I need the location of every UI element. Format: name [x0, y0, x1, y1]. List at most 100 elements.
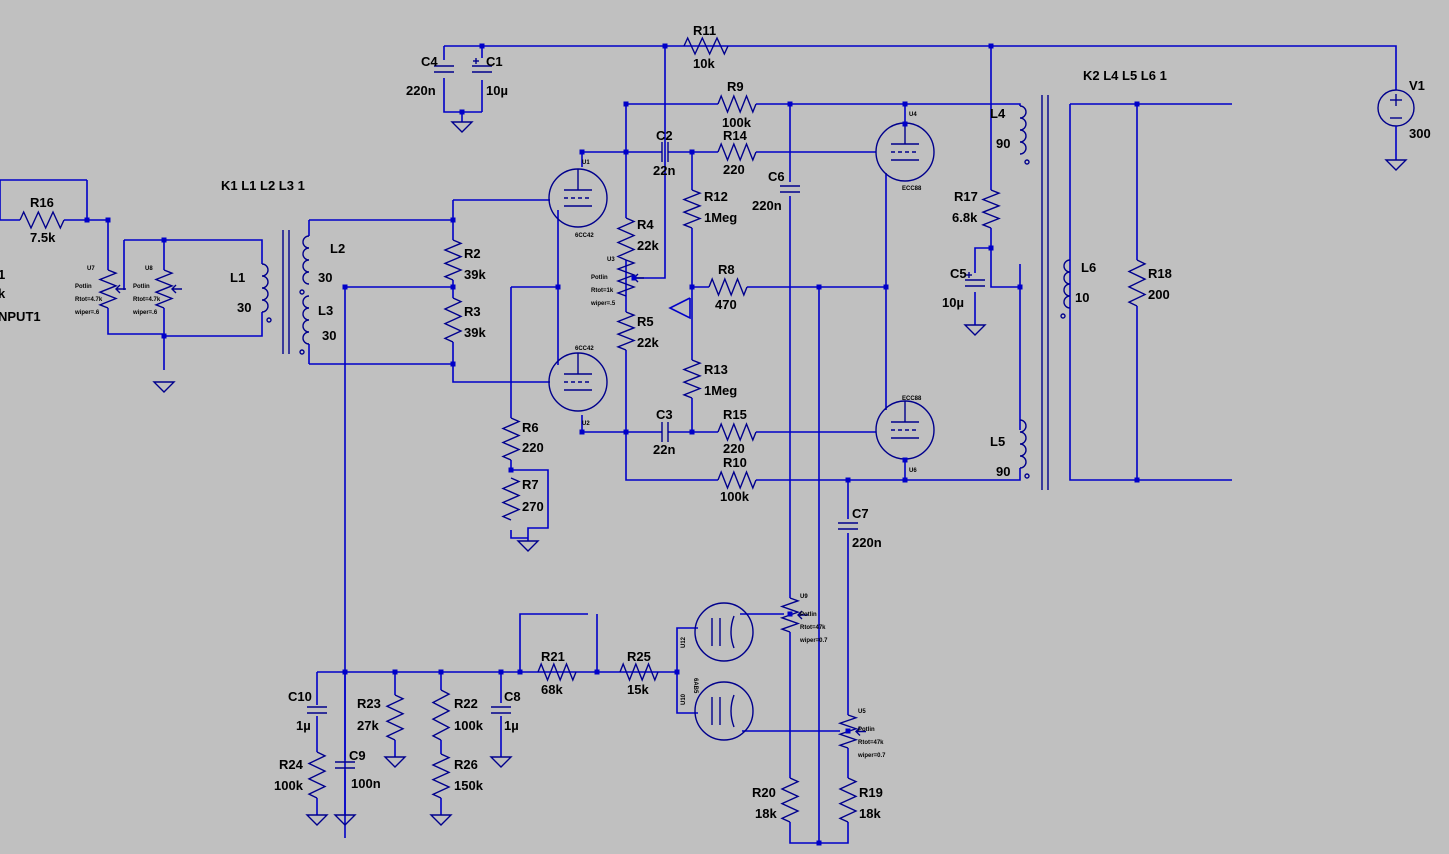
resistor-R22[interactable] — [431, 689, 451, 741]
label-C7-value: 220n — [852, 535, 882, 550]
potentiometer-wiper-U8[interactable] — [171, 284, 182, 294]
resistor-R11[interactable] — [683, 36, 729, 56]
resistor-R17[interactable] — [981, 189, 1001, 229]
label-C6-value: 220n — [752, 198, 782, 213]
resistor-R26[interactable] — [431, 753, 451, 799]
vacuum-tube-U4[interactable] — [875, 122, 935, 182]
resistor-R20[interactable] — [780, 777, 800, 823]
junction-dot — [883, 284, 889, 290]
resistor-R25[interactable] — [619, 662, 659, 682]
inductor-L3[interactable] — [299, 295, 310, 355]
capacitor-C5[interactable] — [965, 272, 985, 287]
label-pot-U9-line: Rtot=47k — [800, 625, 826, 631]
junction-dot — [689, 149, 695, 155]
label-R11-name: R11 — [693, 23, 716, 38]
label-R12-value: 1Meg — [704, 210, 737, 225]
vacuum-tube-U12[interactable] — [694, 602, 754, 662]
spice-directive-coupling-1: K1 L1 L2 L3 1 — [221, 178, 305, 193]
vacuum-tube-U6[interactable] — [875, 400, 935, 460]
resistor-U3[interactable] — [616, 259, 636, 297]
junction-dot — [623, 429, 629, 435]
vacuum-tube-U2[interactable] — [548, 352, 608, 412]
resistor-R9[interactable] — [717, 94, 757, 114]
label-R8-name: R8 — [718, 262, 735, 277]
resistor-R24[interactable] — [307, 751, 327, 799]
capacitor-C10[interactable] — [307, 706, 327, 714]
resistor-U7[interactable] — [98, 269, 118, 309]
junction-dot — [902, 457, 908, 463]
label-tube-U2-model: 6CC42 — [575, 346, 594, 352]
label-R16-name: R16 — [30, 195, 54, 210]
potentiometer-wiper-U7[interactable] — [115, 284, 126, 294]
resistor-R13[interactable] — [682, 359, 702, 399]
resistor-R16[interactable] — [19, 210, 65, 230]
label-R13-name: R13 — [704, 362, 728, 377]
label-input-net: NPUT1 — [0, 309, 41, 324]
label-C9-name: C9 — [349, 748, 366, 763]
vacuum-tube-U10[interactable] — [694, 681, 754, 741]
capacitor-C2[interactable] — [661, 142, 669, 162]
label-tube-U2-name: U2 — [582, 421, 590, 427]
resistor-R5[interactable] — [616, 311, 636, 351]
junction-dot — [988, 43, 994, 49]
ground-symbol — [333, 814, 357, 826]
capacitor-C6[interactable] — [780, 185, 800, 193]
ground-symbol — [383, 756, 407, 768]
junction-dot — [902, 121, 908, 127]
junction-dot — [508, 467, 514, 473]
label-tube-U10-name: U10 — [681, 693, 687, 705]
resistor-R2[interactable] — [443, 239, 463, 281]
junction-dot — [517, 669, 523, 675]
resistor-R14[interactable] — [717, 142, 757, 162]
resistor-R6[interactable] — [501, 417, 521, 461]
label-L2-value: 30 — [318, 270, 332, 285]
label-R5-name: R5 — [637, 314, 654, 329]
label-R21-name: R21 — [541, 649, 565, 664]
resistor-R21[interactable] — [537, 662, 577, 682]
label-R9-value: 100k — [722, 115, 752, 130]
capacitor-C1[interactable] — [472, 58, 492, 73]
resistor-R15[interactable] — [717, 422, 757, 442]
junction-dot — [555, 284, 561, 290]
capacitor-C7[interactable] — [838, 522, 858, 530]
capacitor-C4[interactable] — [434, 65, 454, 73]
inductor-L1[interactable] — [261, 263, 272, 323]
resistor-R3[interactable] — [443, 297, 463, 343]
junction-dot — [902, 477, 908, 483]
label-pot-U9-line: wiper=0.7 — [799, 638, 828, 644]
resistor-R18[interactable] — [1127, 259, 1147, 307]
junction-dot — [594, 669, 600, 675]
resistor-R10[interactable] — [717, 470, 757, 490]
inductor-L4[interactable] — [1019, 105, 1030, 165]
voltage-source-V1[interactable] — [1377, 89, 1415, 160]
junction-dot — [579, 149, 585, 155]
resistor-R23[interactable] — [385, 694, 405, 741]
capacitor-C9[interactable] — [335, 761, 355, 769]
wire — [452, 342, 550, 383]
label-R7-value: 270 — [522, 499, 544, 514]
junction-dot — [787, 101, 793, 107]
label-C4-name: C4 — [421, 54, 438, 69]
vacuum-tube-U1[interactable] — [548, 168, 608, 228]
potentiometer-wiper-U9[interactable] — [797, 610, 808, 620]
resistor-R19[interactable] — [838, 777, 858, 823]
inductor-L5[interactable] — [1019, 419, 1030, 479]
label-tube-U4-model: ECC88 — [902, 186, 922, 192]
junction-dot — [845, 728, 851, 734]
capacitor-C8[interactable] — [491, 706, 511, 714]
potentiometer-wiper-U5[interactable] — [855, 727, 866, 736]
label-C10-value: 1µ — [296, 718, 311, 733]
capacitor-C3[interactable] — [661, 422, 669, 442]
wire — [625, 350, 718, 481]
resistor-R7[interactable] — [501, 477, 521, 521]
label-L6-value: 10 — [1075, 290, 1089, 305]
resistor-R8[interactable] — [708, 277, 748, 297]
inductor-L2[interactable] — [299, 235, 310, 295]
resistor-R4[interactable] — [616, 217, 636, 261]
resistor-U8[interactable] — [154, 269, 174, 309]
label-C3-value: 22n — [653, 442, 675, 457]
inductor-L6[interactable] — [1060, 259, 1071, 319]
resistor-R12[interactable] — [682, 189, 702, 229]
label-V1-name: V1 — [1409, 78, 1425, 93]
